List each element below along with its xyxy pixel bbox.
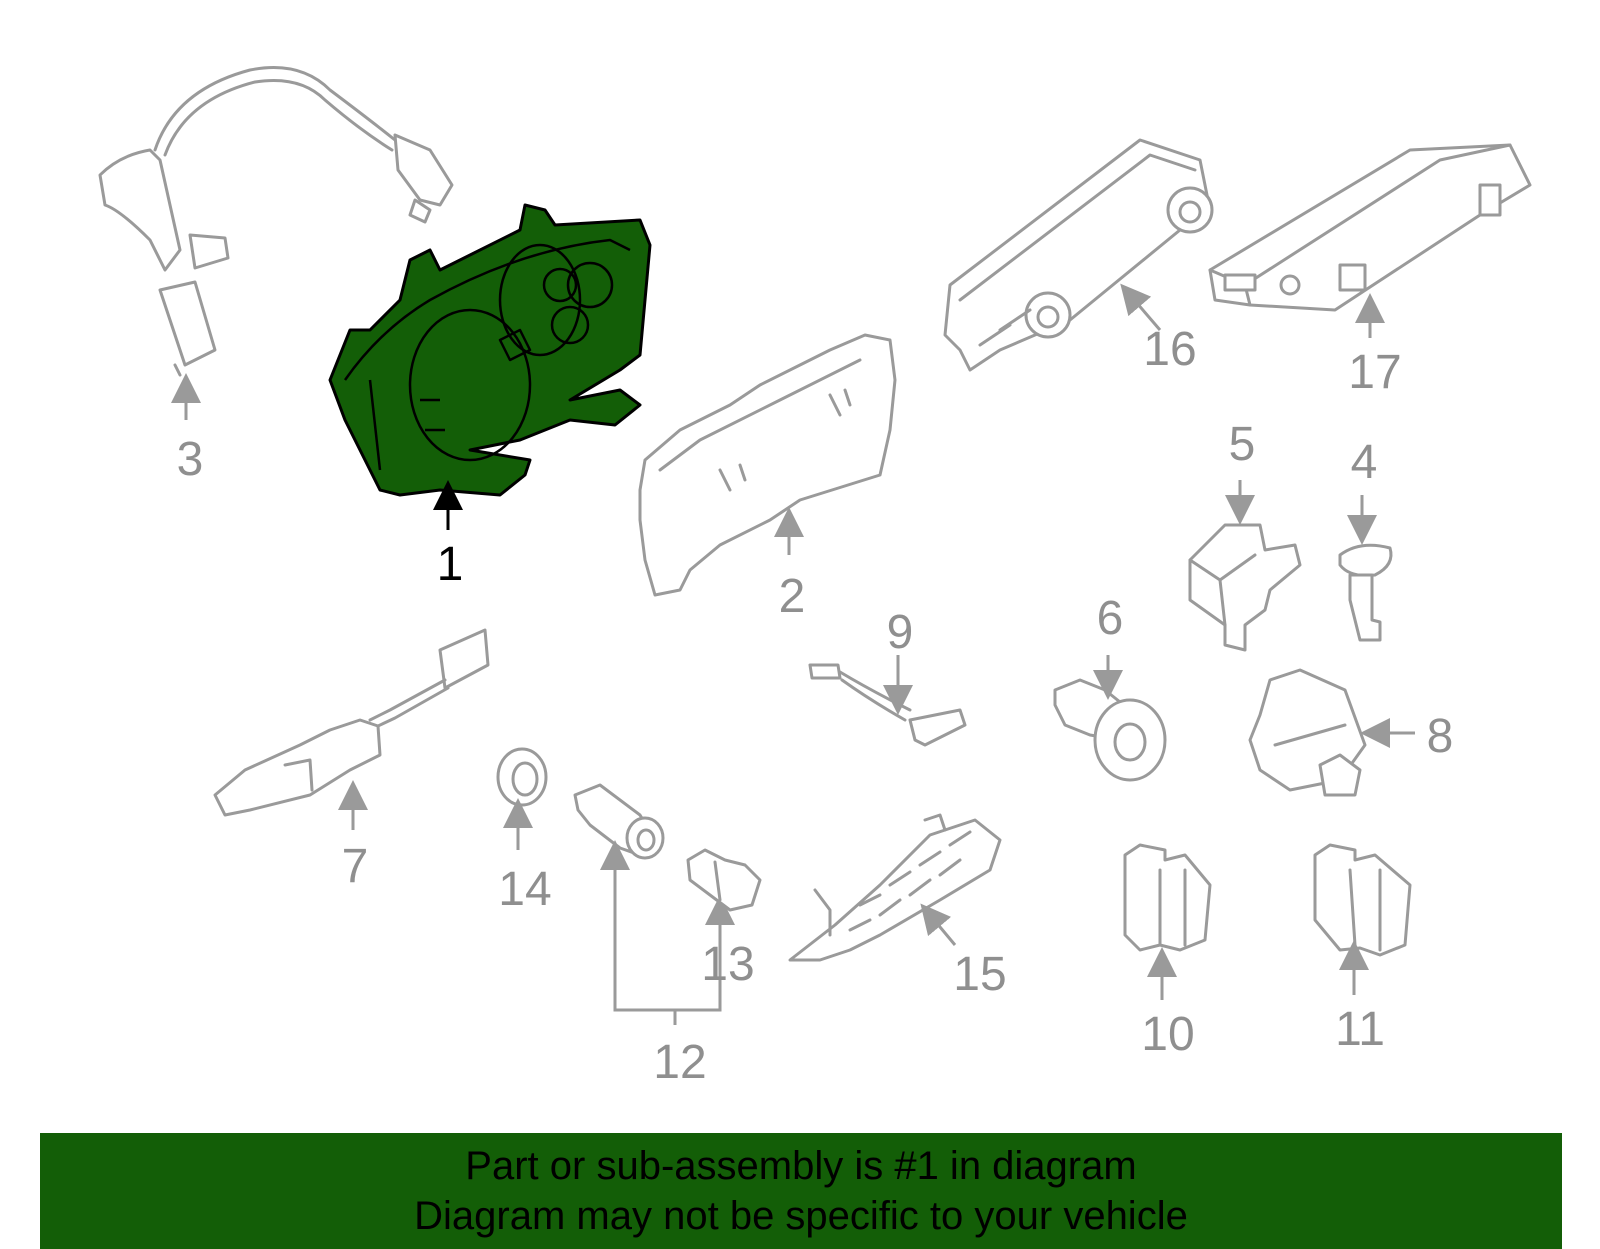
callout-4[interactable]: 4 [1351, 436, 1378, 489]
callout-3[interactable]: 3 [177, 433, 204, 486]
leader-16 [1120, 283, 1162, 331]
leader-12b [675, 895, 735, 1012]
part-17-module[interactable] [1208, 143, 1532, 312]
part-7-harness[interactable] [213, 628, 490, 817]
part-6-knob[interactable] [1053, 678, 1167, 782]
part-8-switch[interactable] [1248, 668, 1367, 797]
part-3-harness[interactable] [98, 66, 454, 377]
callout-7[interactable]: 7 [342, 840, 369, 893]
callout-8[interactable]: 8 [1427, 710, 1454, 763]
callout-10[interactable]: 10 [1141, 1008, 1194, 1061]
banner-line-1: Part or sub-assembly is #1 in diagram [465, 1144, 1137, 1188]
callout-11[interactable]: 11 [1335, 1003, 1385, 1056]
callout-1[interactable]: 1 [437, 538, 464, 591]
part-14-grommet[interactable] [496, 747, 548, 807]
part-2-lens[interactable] [638, 333, 897, 597]
leader-15 [920, 903, 957, 946]
callout-14[interactable]: 14 [498, 863, 551, 916]
part-12-socket[interactable] [573, 783, 665, 860]
banner-line-2: Diagram may not be specific to your vehi… [414, 1194, 1188, 1238]
part-1-instrument-cluster[interactable] [328, 203, 652, 497]
info-banner: Part or sub-assembly is #1 in diagram Di… [40, 1133, 1562, 1249]
part-9-harness[interactable] [808, 663, 967, 747]
callout-12[interactable]: 12 [653, 1036, 706, 1089]
part-11-switch[interactable] [1313, 843, 1412, 957]
callout-2[interactable]: 2 [779, 570, 806, 623]
part-15-switch-panel[interactable] [788, 813, 1002, 962]
callout-13[interactable]: 13 [701, 938, 754, 991]
callout-16[interactable]: 16 [1143, 323, 1196, 376]
part-5-switch[interactable] [1188, 523, 1302, 652]
callout-5[interactable]: 5 [1229, 418, 1256, 471]
callout-15[interactable]: 15 [953, 948, 1006, 1001]
part-10-switch[interactable] [1123, 843, 1212, 952]
leader-12a [600, 840, 675, 1012]
part-4-clip[interactable] [1338, 543, 1393, 642]
callout-17[interactable]: 17 [1348, 346, 1401, 399]
callout-6[interactable]: 6 [1097, 592, 1124, 645]
part-16-climate-control[interactable] [943, 138, 1214, 372]
callout-9[interactable]: 9 [887, 606, 914, 659]
part-13-bulb[interactable] [686, 848, 762, 912]
